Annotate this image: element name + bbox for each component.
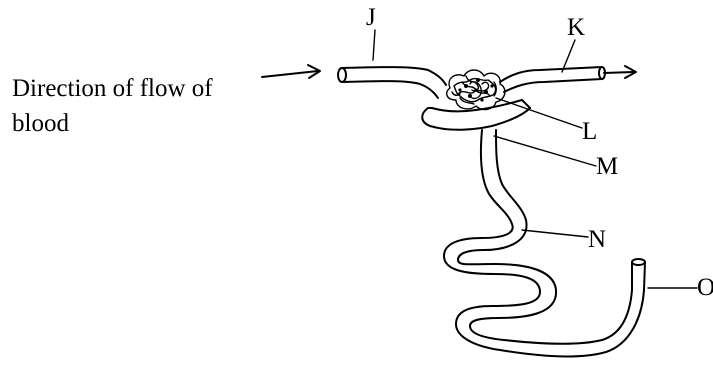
label-n: N xyxy=(588,226,606,254)
leader-line-k xyxy=(562,40,575,72)
afferent-arteriole-j xyxy=(338,67,446,98)
glomerulus-l xyxy=(447,70,505,109)
leader-line-j xyxy=(373,30,375,60)
label-m: M xyxy=(596,153,618,181)
label-o: O xyxy=(697,274,713,302)
leader-line-m xyxy=(494,136,596,166)
flow-caption-line-2: blood xyxy=(12,110,69,138)
flow-direction-arrow-in xyxy=(262,65,320,78)
tubule-open-end xyxy=(632,259,645,265)
flow-caption-line-1: Direction of flow of xyxy=(12,75,213,103)
leader-line-n xyxy=(522,230,588,237)
leader-line-l xyxy=(496,98,582,128)
label-k: K xyxy=(567,14,585,42)
label-j: J xyxy=(366,4,376,32)
label-l: L xyxy=(582,118,597,146)
flow-direction-arrow-out xyxy=(604,66,636,78)
efferent-arteriole-k xyxy=(500,67,605,92)
